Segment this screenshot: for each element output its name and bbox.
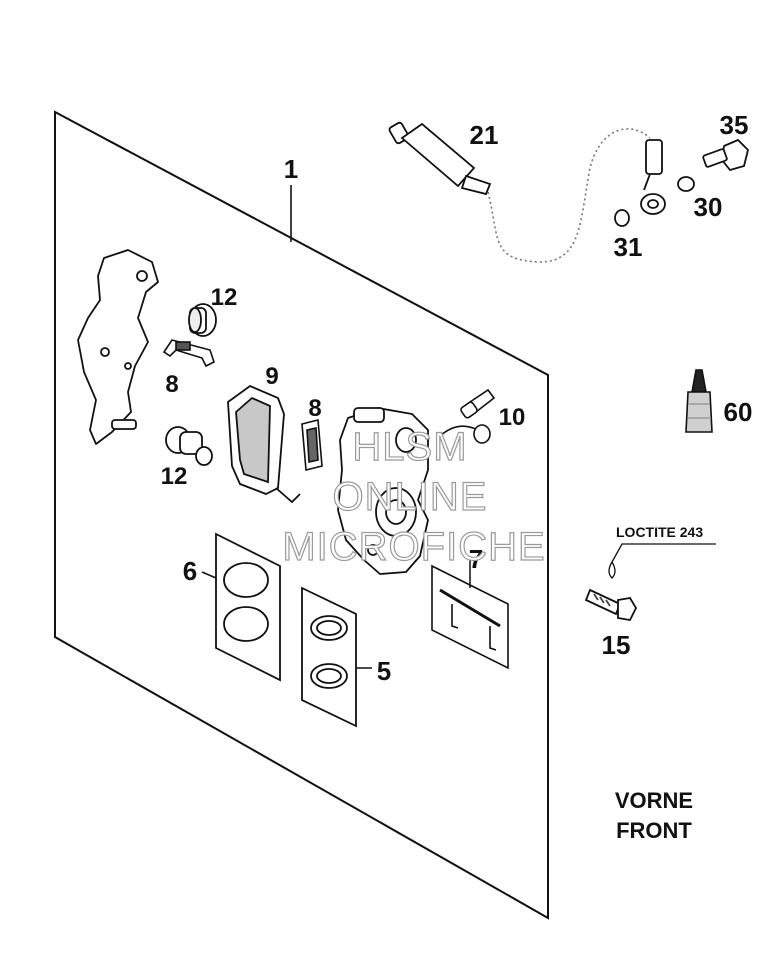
callout-21: 21: [470, 120, 499, 150]
seal-card-5: [301, 586, 357, 728]
brake-hose: [487, 128, 651, 263]
clip-8-upper: [162, 339, 215, 368]
orientation-line-2: FRONT: [616, 818, 692, 843]
bleed-cap-10: [439, 424, 491, 444]
kit-backing-panel: [54, 110, 549, 920]
brake-pad-9: [227, 384, 301, 504]
caliper-bracket: [77, 249, 159, 445]
caliper-body: [337, 407, 429, 575]
callout-10: 10: [499, 404, 526, 431]
banjo-bolt-35: [702, 138, 749, 172]
callout-35: 35: [720, 110, 749, 140]
loctite-note: LOCTITE 243: [616, 524, 703, 540]
washer-30: [677, 176, 695, 192]
callout-leader-6: [201, 571, 217, 579]
callout-9: 9: [265, 363, 278, 390]
bleed-screw-10: [460, 388, 496, 419]
callout-15: 15: [602, 630, 631, 660]
callout-8-upper: 8: [165, 371, 178, 398]
loctite-bottle-60: [685, 369, 713, 433]
callout-5: 5: [377, 656, 391, 686]
hose-fitting-21: [388, 121, 492, 196]
watermark-line-2: ONLINE: [333, 475, 488, 519]
pin-12-lower: [165, 426, 213, 466]
callout-60: 60: [724, 397, 753, 427]
washer-31: [614, 209, 630, 227]
bolt-15: [584, 588, 638, 621]
orientation-line-1: VORNE: [615, 788, 693, 813]
watermark-line-3: MICROFICHE: [282, 525, 545, 569]
banjo-fitting: [640, 139, 666, 215]
callout-1: 1: [284, 154, 298, 184]
pin-card-7: [431, 564, 509, 670]
callout-7: 7: [469, 544, 483, 574]
watermark-line-1: HLSM: [352, 425, 467, 469]
boot-12-upper: [188, 303, 217, 337]
clip-8-right: [301, 418, 323, 472]
callout-12-lower: 12: [161, 463, 188, 490]
callout-30: 30: [694, 192, 723, 222]
loctite-leader: [611, 543, 716, 563]
callout-12-upper: 12: [211, 284, 238, 311]
callout-6: 6: [183, 556, 197, 586]
callout-8-right: 8: [308, 395, 321, 422]
loctite-drop-icon: [608, 560, 616, 579]
piston-card-6: [215, 532, 281, 682]
callout-31: 31: [614, 232, 643, 262]
